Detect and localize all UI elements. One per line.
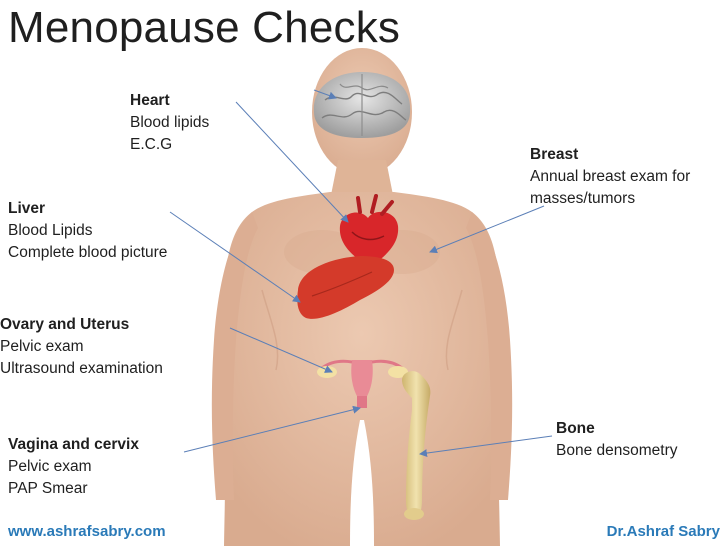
heart-heading: Heart: [130, 90, 209, 112]
vagina-label: Vagina and cervix Pelvic exam PAP Smear: [8, 434, 139, 500]
vagina-line-2: PAP Smear: [8, 478, 139, 500]
bone-line-1: Bone densometry: [556, 440, 678, 462]
heart-label: Heart Blood lipids E.C.G: [130, 90, 209, 156]
liver-heading: Liver: [8, 198, 167, 220]
vagina-line-1: Pelvic exam: [8, 456, 139, 478]
breast-heading: Breast: [530, 144, 690, 166]
heart-line-2: E.C.G: [130, 134, 209, 156]
bone-heading: Bone: [556, 418, 678, 440]
ovary-line-2: Ultrasound examination: [0, 358, 163, 380]
heart-line-1: Blood lipids: [130, 112, 209, 134]
liver-line-2: Complete blood picture: [8, 242, 167, 264]
ovary-label: Ovary and Uterus Pelvic exam Ultrasound …: [0, 314, 163, 380]
vagina-heading: Vagina and cervix: [8, 434, 139, 456]
bone-label: Bone Bone densometry: [556, 418, 678, 462]
footer-author: Dr.Ashraf Sabry: [607, 523, 720, 540]
liver-line-1: Blood Lipids: [8, 220, 167, 242]
page-title: Menopause Checks: [8, 2, 400, 54]
liver-label: Liver Blood Lipids Complete blood pictur…: [8, 198, 167, 264]
brain-graphic: [314, 72, 410, 138]
ovary-line-1: Pelvic exam: [0, 336, 163, 358]
breast-line-1: Annual breast exam for: [530, 166, 690, 188]
footer-website-link[interactable]: www.ashrafsabry.com: [8, 523, 166, 540]
ovary-heading: Ovary and Uterus: [0, 314, 163, 336]
breast-line-2: masses/tumors: [530, 188, 690, 210]
breast-label: Breast Annual breast exam for masses/tum…: [530, 144, 690, 210]
